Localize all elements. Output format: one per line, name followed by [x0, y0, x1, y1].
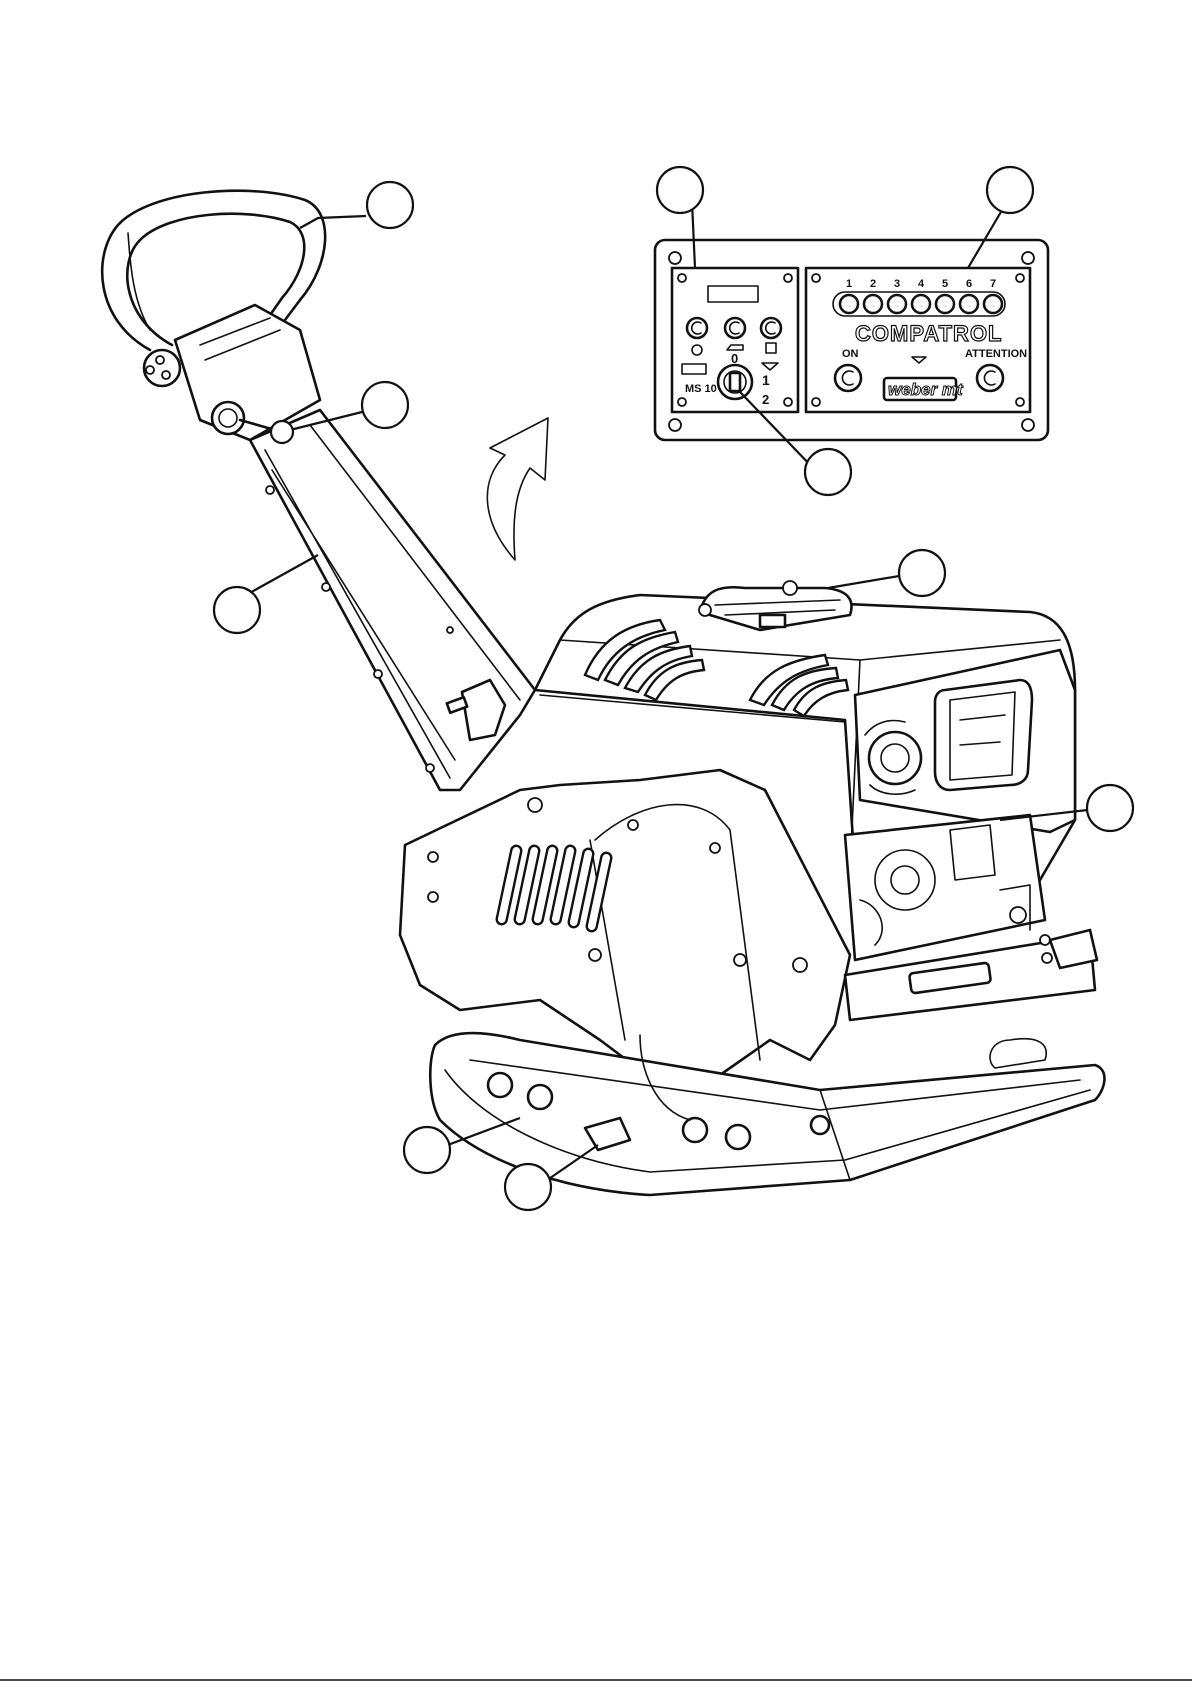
model-label: MS 10	[685, 383, 717, 395]
on-label: ON	[842, 348, 859, 360]
oil-warning-button[interactable]	[725, 318, 745, 338]
key-switch[interactable]	[718, 365, 752, 399]
led-number-1: 1	[846, 278, 852, 290]
key-position-0: 0	[731, 351, 738, 366]
curved-up-arrow-icon	[487, 418, 548, 560]
callout-guide-arm	[214, 587, 260, 633]
panel-right-module: 1 2 3 4 5 6 7 COMPATROL ON ATTENTION	[806, 268, 1030, 412]
led-number-3: 3	[894, 278, 900, 290]
led-number-5: 5	[942, 278, 948, 290]
weber-logo: weber mt	[884, 378, 964, 400]
callout-engine	[1087, 785, 1133, 831]
on-indicator	[835, 365, 861, 391]
callout-lifting-eye	[899, 550, 945, 596]
callout-key-switch	[805, 449, 851, 495]
guide-handle	[102, 191, 535, 790]
attention-indicator	[977, 365, 1003, 391]
led-number-7: 7	[990, 278, 996, 290]
attention-label: ATTENTION	[965, 348, 1027, 360]
callout-handle-lever	[362, 382, 408, 428]
engine-block	[845, 815, 1045, 960]
callout-handle-lever-point	[271, 421, 293, 443]
key-position-2: 2	[762, 392, 769, 407]
brand-label: COMPATROL	[855, 321, 1003, 346]
callout-handle-bar	[367, 182, 413, 228]
callout-base-plate-bolts	[404, 1127, 450, 1173]
svg-text:weber mt: weber mt	[888, 380, 964, 399]
callout-base-plate-lug	[505, 1164, 551, 1210]
led-number-2: 2	[870, 278, 876, 290]
led-number-4: 4	[918, 278, 925, 290]
glow-plug-button[interactable]	[687, 318, 707, 338]
callout-control-panel-left	[657, 167, 703, 213]
panel-left-module: 0 1 2 MS 10	[672, 268, 798, 412]
callout-control-panel-right	[987, 167, 1033, 213]
key-position-1: 1	[762, 372, 770, 388]
control-panel-inset: 0 1 2 MS 10 1 2 3 4 5 6 7	[655, 240, 1048, 440]
led-number-6: 6	[966, 278, 972, 290]
fuel-warning-button[interactable]	[761, 318, 781, 338]
